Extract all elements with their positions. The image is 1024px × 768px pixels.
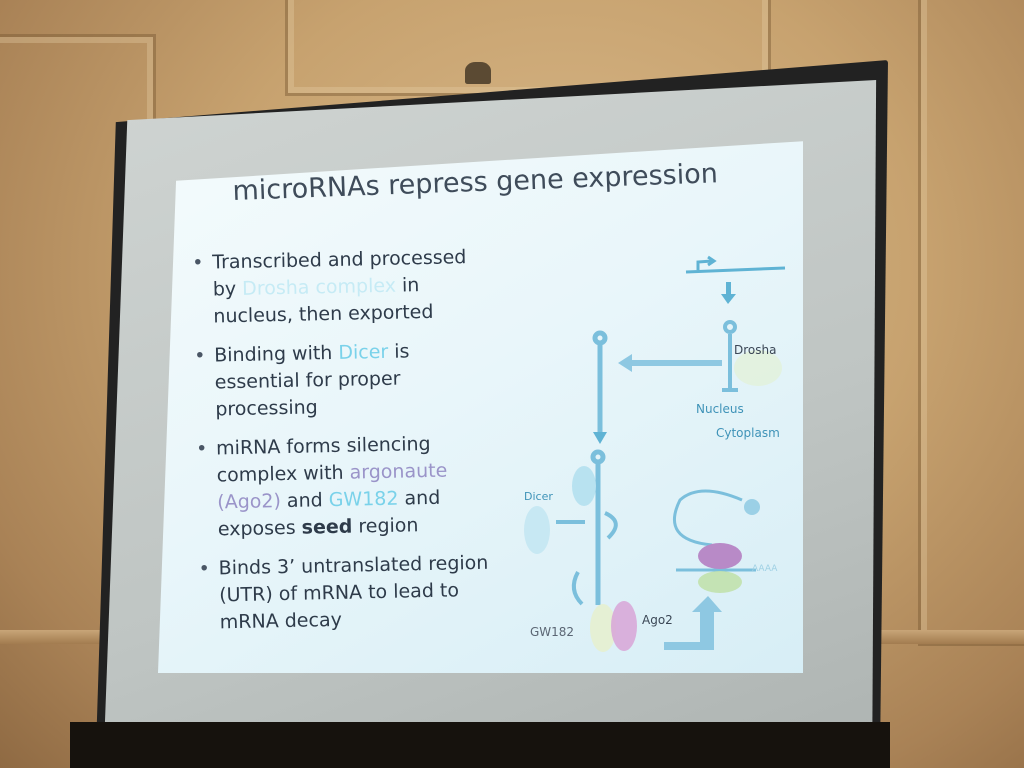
- bullet-item: Transcribed and processed by Drosha comp…: [188, 244, 490, 331]
- bullet-item: miRNA forms silencing complex with argon…: [192, 430, 494, 544]
- bullet-item: Binding with Dicer is essential for prop…: [190, 337, 492, 424]
- screen-base: [70, 722, 890, 768]
- bullet-item: Binds 3’ untranslated region (UTR) of mR…: [194, 550, 496, 637]
- dicer-label: Dicer: [524, 490, 553, 503]
- bullet-list: Transcribed and processed by Drosha comp…: [188, 244, 496, 649]
- screen-mount: [465, 62, 491, 84]
- wall-panel-right: [918, 0, 1024, 646]
- highlight-term: GW182: [328, 487, 399, 512]
- highlight-term: Drosha complex: [241, 274, 397, 300]
- polya-label: AAAA: [752, 564, 778, 574]
- bold-term: seed: [301, 515, 353, 539]
- ago2-label: Ago2: [642, 613, 673, 627]
- cytoplasm-label: Cytoplasm: [716, 426, 780, 440]
- gw182-label: GW182: [530, 625, 575, 639]
- nucleus-label: Nucleus: [696, 402, 744, 416]
- drosha-label: Drosha: [734, 343, 777, 357]
- highlight-term: Dicer: [338, 340, 389, 364]
